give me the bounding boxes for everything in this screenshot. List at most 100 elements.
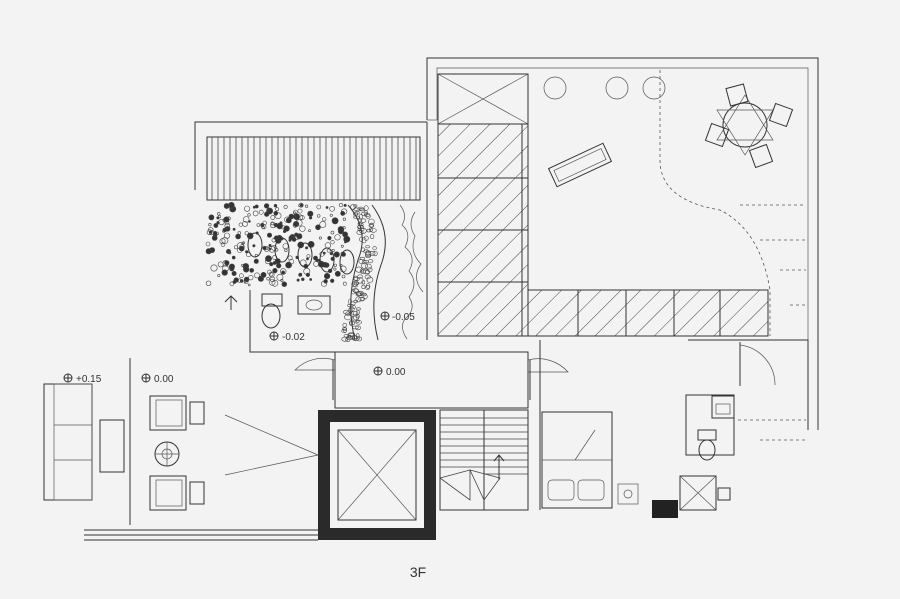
leaf — [262, 226, 266, 229]
coffee-table — [99, 419, 125, 473]
garden-area — [194, 121, 428, 340]
pebble — [366, 228, 372, 233]
pebble — [368, 251, 376, 256]
leaf — [231, 270, 237, 276]
leaf — [270, 221, 275, 226]
leaf — [264, 258, 271, 265]
leaf — [205, 248, 212, 255]
leaf — [241, 242, 245, 246]
up-arrow — [224, 295, 238, 310]
leaf — [322, 251, 326, 255]
leaf — [258, 209, 264, 215]
pebbles — [341, 204, 378, 342]
leaf — [291, 234, 295, 238]
pebble — [357, 222, 364, 227]
stair-arrow — [493, 454, 505, 480]
shrubs — [543, 76, 666, 100]
leaf — [270, 215, 276, 220]
leaf — [323, 279, 328, 284]
leaf — [271, 238, 276, 243]
pebble — [368, 223, 375, 228]
leaf — [253, 258, 259, 264]
leaf — [268, 247, 272, 251]
level-marker-corridor: 0.00 — [373, 366, 406, 378]
leaf — [247, 283, 251, 287]
leaf — [280, 268, 287, 275]
level-marker-minus-005: -0.05 — [380, 311, 415, 323]
leaf — [254, 204, 259, 209]
pebble — [370, 228, 377, 233]
leaf — [288, 259, 295, 265]
pebble — [355, 266, 363, 273]
leaf — [319, 221, 327, 228]
pebble — [349, 321, 356, 325]
leaf — [252, 210, 259, 217]
leaf — [243, 216, 250, 223]
leaf — [285, 261, 292, 269]
bench — [547, 142, 613, 188]
leaf — [313, 255, 318, 261]
stair-steps — [439, 417, 528, 501]
pebble — [351, 315, 358, 322]
pebble — [366, 283, 371, 289]
leaf — [327, 236, 332, 241]
sofa — [43, 383, 93, 501]
leaf — [264, 211, 270, 217]
leaf — [236, 242, 244, 250]
leaf — [342, 226, 346, 230]
leaf — [208, 223, 212, 227]
leaf — [266, 232, 272, 238]
pebble — [359, 236, 364, 243]
leaf — [344, 240, 347, 244]
leaf — [252, 244, 256, 248]
leaf — [223, 203, 230, 209]
pebble — [358, 208, 365, 212]
leaf — [261, 224, 267, 230]
pebble — [352, 288, 359, 293]
leaf — [333, 263, 337, 267]
leaf — [283, 204, 288, 209]
leaf — [274, 212, 282, 219]
leaf — [341, 274, 346, 279]
leaf — [273, 211, 279, 216]
leaf — [324, 273, 331, 280]
leaf — [232, 227, 236, 231]
leaf — [241, 263, 245, 267]
leaf — [220, 242, 226, 247]
leaf — [326, 248, 331, 253]
leaf — [256, 223, 261, 227]
side-table — [154, 441, 180, 467]
leaf — [235, 233, 241, 240]
stepping-stones — [247, 232, 355, 275]
pebble — [365, 284, 370, 290]
leaf — [272, 261, 277, 265]
leaf — [282, 243, 289, 250]
leaf — [331, 217, 339, 225]
leaf — [276, 263, 282, 269]
leaf — [223, 216, 230, 223]
leaf — [317, 214, 321, 218]
pebble — [345, 337, 351, 342]
leaf — [305, 246, 309, 250]
stair-winder — [469, 469, 501, 501]
leaf — [238, 222, 243, 227]
leaf — [284, 248, 288, 252]
pebble — [369, 222, 374, 228]
pebble — [348, 332, 356, 337]
leaf — [262, 245, 267, 251]
pebble — [357, 224, 365, 230]
pebble — [342, 322, 348, 328]
pebble — [361, 284, 366, 290]
leaf — [221, 269, 228, 276]
leaf — [247, 213, 251, 217]
leaf — [293, 214, 297, 218]
leaf — [297, 208, 303, 214]
toilet-room — [249, 290, 335, 353]
leaf — [205, 241, 211, 247]
corridor — [294, 351, 569, 409]
pebble — [353, 275, 358, 281]
leaf — [306, 257, 309, 261]
outdoor-table-set — [704, 83, 794, 169]
leaf — [264, 203, 270, 209]
leaf — [208, 214, 215, 221]
